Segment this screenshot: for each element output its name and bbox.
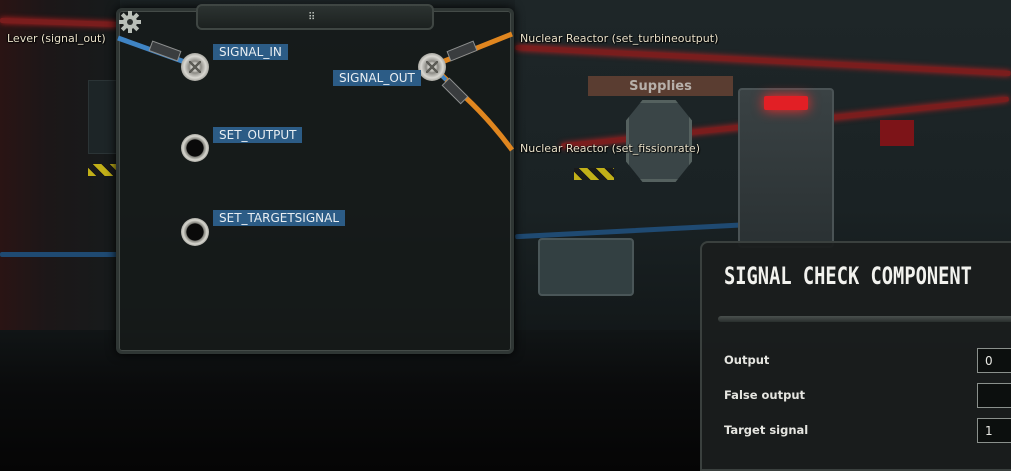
wire-clamp (148, 40, 182, 62)
hazard-stripes (574, 168, 614, 180)
set-targetsignal-label: SET_TARGETSIGNAL (213, 210, 346, 226)
blue-pipe (0, 252, 120, 257)
false-output-field[interactable] (977, 383, 1011, 408)
connection-label-lever: Lever (signal_out) (7, 32, 106, 45)
signal-in-label: SIGNAL_IN (213, 44, 288, 60)
left-wall (0, 0, 120, 390)
gauge-machine (538, 238, 634, 296)
supplies-sign: Supplies (588, 76, 733, 96)
signal-out-connector[interactable] (418, 53, 446, 81)
target-signal-label: Target signal (724, 423, 809, 437)
connection-label-turbine: Nuclear Reactor (set_turbineoutput) (520, 32, 719, 45)
false-output-label: False output (724, 388, 806, 402)
output-label: Output (724, 353, 770, 367)
door-warning-light (764, 96, 808, 110)
wire-clamp (441, 77, 469, 105)
properties-divider (718, 316, 1011, 322)
component-title: SIGNAL CHECK COMPONENT (724, 262, 972, 290)
panel-drag-tab[interactable] (196, 4, 434, 30)
target-signal-field[interactable] (977, 418, 1011, 443)
supplies-hatch[interactable] (626, 100, 692, 182)
output-row: Output (718, 345, 1011, 375)
drag-handle-icon[interactable]: ⠿ (308, 12, 317, 23)
door[interactable] (738, 88, 834, 248)
red-cabinet (880, 120, 914, 146)
output-field[interactable] (977, 348, 1011, 373)
set-output-label: SET_OUTPUT (213, 127, 303, 143)
connection-label-fission: Nuclear Reactor (set_fissionrate) (520, 142, 700, 155)
wire-clamp (446, 40, 478, 62)
hazard-stripes (88, 164, 116, 176)
signal-in-connector[interactable] (181, 53, 209, 81)
signal-out-label: SIGNAL_OUT (333, 70, 421, 86)
target-signal-row: Target signal (718, 415, 1011, 445)
gear-icon[interactable] (118, 10, 142, 34)
component-properties-panel (700, 241, 1011, 471)
set-targetsignal-connector[interactable] (181, 218, 209, 246)
false-output-row: False output (718, 380, 1011, 410)
set-output-connector[interactable] (181, 134, 209, 162)
